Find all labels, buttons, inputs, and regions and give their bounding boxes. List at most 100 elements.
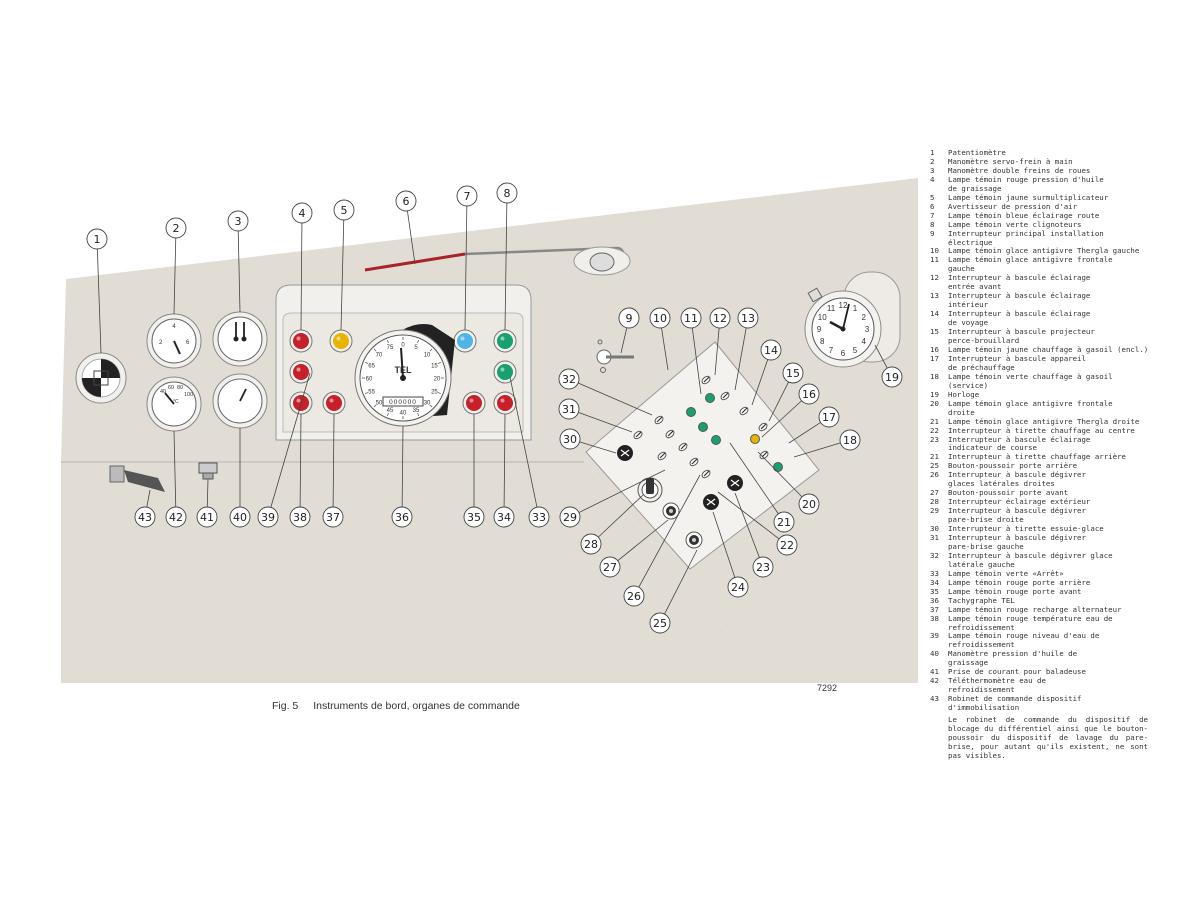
- legend-number: 43: [930, 694, 939, 704]
- side-window-right-toggle[interactable]: [689, 457, 700, 467]
- callout-number: 2: [173, 222, 180, 235]
- callout-number: 18: [843, 434, 857, 447]
- toggle-31[interactable]: [633, 430, 644, 440]
- legend-number: 21: [930, 416, 939, 426]
- legend-number: 38: [930, 613, 939, 623]
- svg-text:6: 6: [186, 340, 190, 346]
- callout-3: 3: [227, 210, 249, 232]
- callout-21: 21: [773, 511, 795, 533]
- rear-heating-pull-switch[interactable]: [727, 475, 743, 491]
- legend-text: Lampe témoin rouge recharge alternateur: [948, 604, 1122, 614]
- windscreen-right-toggle[interactable]: [678, 442, 689, 452]
- callout-30: 30: [559, 428, 581, 450]
- rear-door-button[interactable]: [685, 531, 703, 549]
- leader-line: [96, 248, 102, 354]
- fog-light-toggle[interactable]: [758, 422, 769, 432]
- legend-text: Lampe témoin rouge porte avant: [948, 586, 1082, 596]
- legend-text: Patentiomètre: [948, 148, 1006, 157]
- callout-number: 27: [603, 561, 617, 574]
- figure-title: Instruments de bord, organes de commande: [313, 700, 520, 712]
- legend-text: Lampe témoin rouge niveau d'eau de refro…: [948, 631, 1100, 650]
- legend-number: 25: [930, 461, 939, 471]
- leader-line: [340, 219, 345, 331]
- windscreen-left-lamp: [686, 407, 696, 417]
- legend-text: Interrupteur à bascule dégivrer pare-bri…: [948, 506, 1086, 525]
- potentiometer[interactable]: [75, 352, 127, 404]
- callout-11: 11: [680, 307, 702, 329]
- callout-number: 35: [467, 511, 481, 524]
- callout-17: 17: [818, 406, 840, 428]
- wiper-pull-switch[interactable]: [617, 445, 633, 461]
- control-panel: [585, 341, 820, 570]
- windscreen-left-toggle[interactable]: [665, 429, 676, 439]
- leader-line: [638, 474, 701, 588]
- entry-light-toggle[interactable]: [701, 375, 712, 385]
- side-window-left-toggle[interactable]: [654, 415, 665, 425]
- preheater-toggle[interactable]: [759, 450, 770, 460]
- legend-text: Interrupteur à tirette essuie-glace: [948, 524, 1104, 534]
- callout-number: 37: [326, 511, 340, 524]
- legend-text: Interrupteur à tirette chauffage au cent…: [948, 425, 1135, 435]
- main-electrical-switch[interactable]: [596, 339, 634, 373]
- legend-number: 7: [930, 210, 935, 220]
- legend-text: Bouton-poussoir porte arrière: [948, 461, 1078, 471]
- callout-40: 40: [229, 506, 251, 528]
- legend-text: Manomètre pression d'huile de graissage: [948, 649, 1078, 668]
- legend-number: 3: [930, 165, 935, 175]
- legend-text: Lampe témoin glace antigivre frontale dr…: [948, 398, 1113, 417]
- legend-text: Interrupteur à bascule projecteur perce-…: [948, 327, 1095, 346]
- legend-number: 8: [930, 219, 935, 229]
- callout-number: 24: [731, 581, 745, 594]
- travel-light-toggle[interactable]: [739, 406, 750, 416]
- legend-text: Interrupteur à bascule éclairage de voya…: [948, 309, 1091, 328]
- callout-number: 42: [169, 511, 183, 524]
- inspection-lamp-socket[interactable]: [198, 462, 218, 480]
- callout-42: 42: [165, 506, 187, 528]
- legend-text: Manomètre double freins de roues: [948, 165, 1091, 175]
- callout-5: 5: [333, 199, 355, 221]
- center-heating-pull-switch[interactable]: [703, 494, 719, 510]
- clock-numeral: 6: [841, 349, 846, 358]
- callout-18: 18: [839, 429, 861, 451]
- tachograph-scale-label: 35: [413, 408, 420, 414]
- tachograph-scale-label: 65: [368, 363, 375, 369]
- front-door-button[interactable]: [662, 502, 680, 520]
- leader-line: [504, 202, 508, 331]
- callout-20: 20: [798, 493, 820, 515]
- immobilizer-control-valve[interactable]: [109, 465, 165, 492]
- callout-22: 22: [776, 534, 798, 556]
- leader-line: [757, 451, 803, 498]
- callout-9: 9: [618, 307, 640, 329]
- exterior-light-switch[interactable]: [637, 477, 663, 503]
- course-indicator-toggle[interactable]: [701, 469, 712, 479]
- clock-numeral: 4: [862, 337, 867, 346]
- callout-number: 16: [802, 388, 816, 401]
- callout-number: 29: [563, 511, 577, 524]
- toggle-29[interactable]: [657, 451, 668, 461]
- legend-number: 32: [930, 550, 939, 560]
- legend-number: 6: [930, 201, 935, 211]
- callout-39: 39: [257, 506, 279, 528]
- callout-2: 2: [165, 217, 187, 239]
- callout-number: 15: [786, 367, 800, 380]
- interior-light-toggle[interactable]: [720, 391, 731, 401]
- leader-line: [173, 237, 177, 315]
- leader-line: [300, 222, 303, 331]
- legend-text: Interrupteur à bascule appareil de préch…: [948, 353, 1086, 372]
- legend-text: Horloge: [948, 389, 980, 399]
- leader-line: [206, 478, 209, 508]
- legend-number: 31: [930, 532, 939, 542]
